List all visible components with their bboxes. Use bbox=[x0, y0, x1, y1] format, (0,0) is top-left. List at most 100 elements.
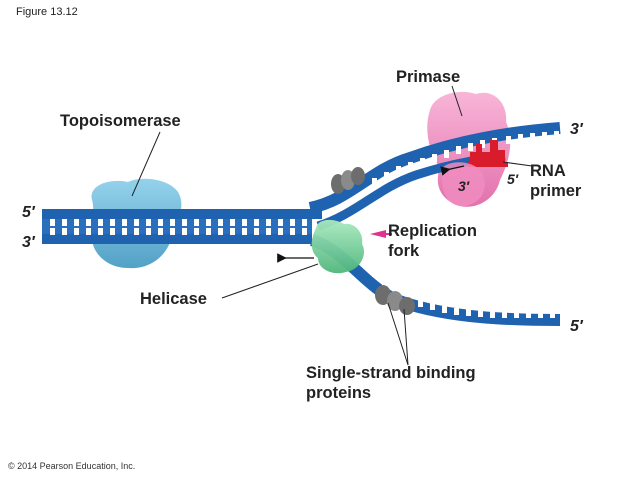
base-pair-top bbox=[194, 219, 199, 226]
base-pair-top bbox=[50, 219, 55, 226]
primase-front bbox=[441, 162, 485, 207]
strand-base bbox=[530, 133, 535, 141]
label-replication-fork-2: fork bbox=[388, 242, 420, 260]
base-pair-bottom bbox=[122, 228, 127, 235]
base-pair-top bbox=[134, 219, 139, 226]
strand-base bbox=[550, 311, 555, 318]
base-pair-bottom bbox=[254, 228, 259, 235]
base-pair-bottom bbox=[62, 228, 67, 235]
base-pair-bottom bbox=[146, 228, 151, 235]
base-pair-top bbox=[278, 219, 283, 226]
parental-base-pairs bbox=[50, 219, 307, 235]
rna-primer bbox=[468, 140, 508, 167]
label-topoisomerase: Topoisomerase bbox=[60, 112, 181, 130]
base-pair-bottom bbox=[74, 228, 79, 235]
upper-strand-backbone bbox=[308, 122, 561, 214]
upper-strand-bases bbox=[372, 131, 559, 186]
label-helicase: Helicase bbox=[140, 290, 207, 308]
strand-base bbox=[444, 150, 449, 158]
topoisomerase-leader bbox=[131, 131, 161, 197]
strand-base bbox=[478, 310, 483, 317]
base-pair-bottom bbox=[230, 228, 235, 235]
rna-primer-leader bbox=[502, 161, 533, 167]
strand-base bbox=[454, 308, 459, 315]
label-rna-primer-1: RNA bbox=[530, 162, 566, 180]
strand-base bbox=[468, 143, 473, 151]
strand-base bbox=[466, 309, 471, 316]
base-pair-top bbox=[170, 219, 175, 226]
base-pair-bottom bbox=[290, 228, 295, 235]
base-pair-top bbox=[182, 219, 187, 226]
strand-base bbox=[502, 311, 507, 318]
base-pair-bottom bbox=[206, 228, 211, 235]
label-rna-primer-2: primer bbox=[530, 182, 582, 200]
strand-base bbox=[418, 300, 423, 307]
label-replication-fork-1: Replication bbox=[388, 222, 477, 240]
base-pair-bottom bbox=[278, 228, 283, 235]
strand-base bbox=[554, 131, 559, 139]
base-pair-top bbox=[86, 219, 91, 226]
base-pair-bottom bbox=[266, 228, 271, 235]
ssb-leader-1 bbox=[387, 302, 409, 366]
base-pair-top bbox=[266, 219, 271, 226]
helicase-leader bbox=[221, 263, 319, 299]
base-pair-bottom bbox=[170, 228, 175, 235]
base-pair-bottom bbox=[242, 228, 247, 235]
parental-duplex bbox=[42, 209, 322, 244]
base-pair-bottom bbox=[182, 228, 187, 235]
ssb-proteins-upper bbox=[331, 167, 365, 194]
strand-base bbox=[538, 311, 543, 318]
strand-base bbox=[442, 306, 447, 313]
base-pair-bottom bbox=[134, 228, 139, 235]
base-pair-bottom bbox=[302, 228, 307, 235]
base-pair-top bbox=[230, 219, 235, 226]
parental-top-strand bbox=[42, 209, 322, 219]
label-primase: Primase bbox=[396, 68, 461, 86]
base-pair-top bbox=[218, 219, 223, 226]
base-pair-top bbox=[98, 219, 103, 226]
figure-label: Figure 13.12 bbox=[16, 6, 78, 18]
strand-base bbox=[518, 134, 523, 142]
base-pair-top bbox=[122, 219, 127, 226]
strand-base bbox=[456, 146, 461, 154]
strand-base bbox=[514, 311, 519, 318]
strand-base bbox=[372, 178, 377, 186]
strand-base bbox=[420, 158, 425, 166]
helicase-protein bbox=[311, 219, 365, 274]
base-pair-top bbox=[158, 219, 163, 226]
base-pair-top bbox=[302, 219, 307, 226]
strand-base bbox=[542, 132, 547, 140]
base-pair-bottom bbox=[110, 228, 115, 235]
copyright: © 2014 Pearson Education, Inc. bbox=[8, 461, 136, 471]
base-pair-bottom bbox=[86, 228, 91, 235]
strand-base bbox=[480, 140, 485, 148]
base-pair-top bbox=[254, 219, 259, 226]
strand-base bbox=[432, 154, 437, 162]
base-pair-top bbox=[290, 219, 295, 226]
end-lower-right: 5′ bbox=[570, 318, 583, 335]
end-left-top: 5′ bbox=[22, 204, 35, 221]
end-upper-right: 3′ bbox=[570, 121, 583, 138]
label-ssb-2: proteins bbox=[306, 384, 372, 402]
primer-direction-arrow bbox=[440, 165, 465, 176]
label-ssb-1: Single-strand binding bbox=[306, 364, 476, 382]
strand-base bbox=[490, 311, 495, 318]
parental-core bbox=[42, 219, 312, 234]
base-pair-bottom bbox=[218, 228, 223, 235]
base-pair-bottom bbox=[98, 228, 103, 235]
primase-leader bbox=[451, 85, 463, 117]
base-pair-top bbox=[62, 219, 67, 226]
strand-base bbox=[408, 162, 413, 170]
base-pair-bottom bbox=[50, 228, 55, 235]
strand-base bbox=[396, 166, 401, 174]
strand-base bbox=[526, 311, 531, 318]
end-primer-5: 5′ bbox=[507, 171, 519, 187]
strand-base bbox=[430, 303, 435, 310]
strand-base bbox=[384, 172, 389, 180]
replication-fork-arrow bbox=[370, 230, 386, 238]
base-pair-top bbox=[206, 219, 211, 226]
ssb-leader-2 bbox=[403, 308, 409, 366]
base-pair-top bbox=[74, 219, 79, 226]
base-pair-bottom bbox=[158, 228, 163, 235]
